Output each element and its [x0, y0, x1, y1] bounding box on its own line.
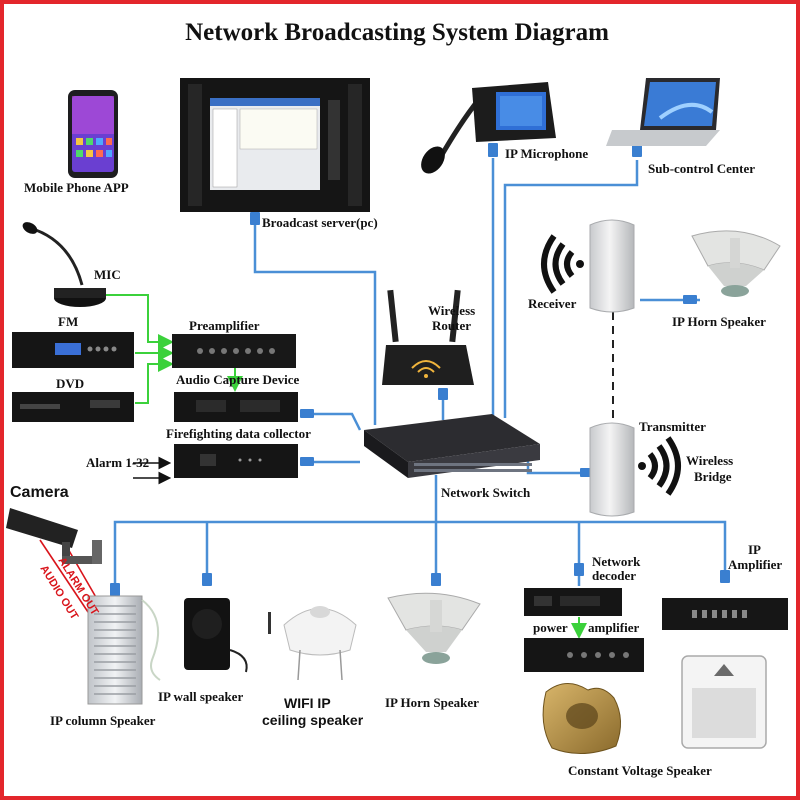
label-mic: MIC	[94, 267, 121, 282]
cable-server-switch	[253, 215, 377, 425]
label-mobile-app: Mobile Phone APP	[24, 180, 129, 195]
box-speaker-icon	[681, 655, 767, 749]
fm-tuner-device	[12, 332, 134, 368]
rack-server-icon	[180, 78, 370, 212]
audio-capture-device	[174, 392, 298, 422]
label-amplifier: amplifier	[588, 620, 639, 635]
audio-cables	[105, 294, 587, 639]
label-network-decoder-2: decoder	[592, 568, 636, 583]
diagram-canvas: Network Broadcasting System Diagram Mobi…	[6, 19, 788, 778]
laptop-icon	[606, 78, 720, 146]
wifi-signal-icon	[541, 234, 584, 294]
label-wireless-router-2: Router	[432, 318, 471, 333]
label-audio-capture: Audio Capture Device	[176, 372, 299, 387]
wifi-router-icon	[382, 289, 474, 385]
cable-bus	[113, 520, 727, 583]
column-speaker-icon	[87, 595, 161, 705]
label-ip-column: IP column Speaker	[50, 713, 156, 728]
wifi-signal-icon	[638, 436, 681, 496]
network-switch-icon	[364, 414, 540, 478]
label-camera: Camera	[10, 484, 69, 501]
label-wireless-bridge-1: Wireless	[686, 453, 733, 468]
page-title: Network Broadcasting System Diagram	[185, 19, 609, 46]
label-network-decoder-1: Network	[592, 554, 641, 569]
label-preamplifier: Preamplifier	[189, 318, 260, 333]
cable-capture-switch	[300, 412, 362, 431]
label-power: power	[533, 620, 568, 635]
label-constant-voltage: Constant Voltage Speaker	[568, 763, 712, 778]
transmitter-device	[589, 422, 681, 517]
label-network-switch: Network Switch	[441, 485, 531, 500]
label-ip-amp-1: IP	[748, 542, 761, 557]
ip-microphone-icon	[421, 82, 556, 174]
receiver-device	[541, 219, 635, 313]
wall-speaker-icon	[184, 598, 248, 673]
dvd-player-device	[12, 392, 134, 422]
label-ip-horn-bottom: IP Horn Speaker	[385, 695, 479, 710]
label-wifi-ceiling-2: ceiling speaker	[262, 712, 364, 728]
label-fire-collector: Firefighting data collector	[166, 426, 311, 441]
ip-amplifier-device	[662, 598, 788, 630]
label-dvd: DVD	[56, 376, 84, 391]
label-fm: FM	[58, 314, 78, 329]
cable-subcontrol-switch	[503, 160, 639, 418]
rj45-connectors	[110, 143, 730, 596]
gooseneck-microphone-icon	[22, 222, 106, 307]
fire-collector-device	[174, 444, 298, 478]
preamplifier-device	[172, 334, 296, 368]
label-ip-microphone: IP Microphone	[505, 146, 588, 161]
label-sub-control-center: Sub-control Center	[648, 161, 755, 176]
label-wireless-bridge-2: Bridge	[694, 469, 732, 484]
label-wireless-router-1: Wireless	[428, 303, 475, 318]
horn-speaker-icon	[691, 230, 781, 297]
security-camera-icon	[6, 508, 102, 564]
label-receiver: Receiver	[528, 296, 577, 311]
rock-speaker-icon	[542, 683, 621, 755]
label-ip-horn-top: IP Horn Speaker	[672, 314, 766, 329]
power-amplifier-device	[524, 638, 644, 672]
label-transmitter: Transmitter	[639, 419, 706, 434]
label-ip-wall: IP wall speaker	[158, 689, 243, 704]
label-broadcast-server: Broadcast server(pc)	[262, 215, 378, 230]
horn-speaker-icon	[387, 592, 481, 664]
ceiling-speaker-icon	[268, 606, 357, 681]
network-decoder-device	[524, 588, 622, 616]
smartphone-icon	[68, 90, 118, 178]
alarm-arrows	[133, 456, 172, 485]
label-wifi-ceiling-1: WIFI IP	[284, 695, 331, 711]
label-alarm: Alarm 1-32	[86, 455, 149, 470]
label-ip-amp-2: Amplifier	[728, 557, 782, 572]
